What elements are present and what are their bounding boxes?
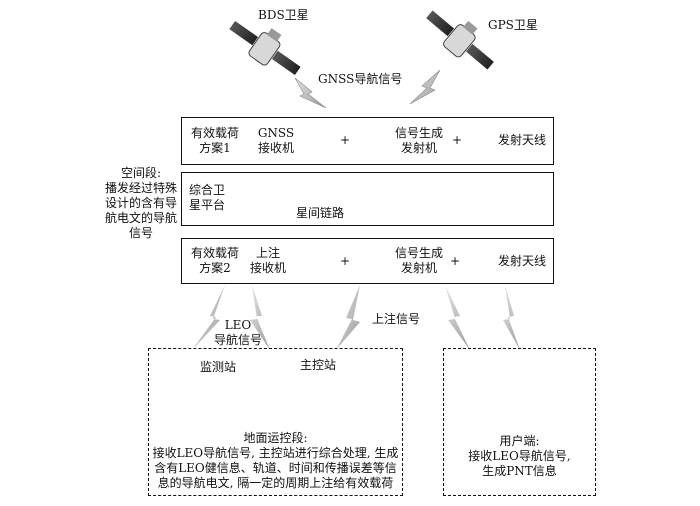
space-segment-label: 空间段: 播发经过特殊 设计的含有导 航电文的导航 信号 (104, 166, 177, 240)
transmit-antenna-label: 发射天线 (498, 133, 547, 147)
master-station-label: 主控站 (300, 358, 337, 372)
user-signal-bolt-2 (503, 285, 520, 350)
gnss-receiver-label: GNSS 接收机 (257, 126, 295, 155)
satellite-platform-box (181, 172, 554, 226)
leo-signal-label: LEO 导航信号 (213, 318, 262, 347)
gps-satellite-icon (426, 10, 494, 70)
user-segment-box (443, 348, 596, 496)
plus-sign-4: + (450, 254, 461, 268)
inter-satellite-link-label: 星间链路 (296, 206, 345, 220)
gnss-signal-label: GNSS导航信号 (318, 72, 403, 86)
payload-scheme-1-box (181, 117, 554, 165)
signal-generator-label: 信号生成 发射机 (394, 126, 443, 155)
monitor-station-label: 监测站 (200, 360, 237, 374)
bds-satellite-icon (229, 20, 301, 76)
leo-signal-bolt-2 (250, 285, 270, 350)
ground-segment-box (148, 348, 403, 496)
transmit-antenna-2-label: 发射天线 (498, 254, 547, 268)
gps-satellite-label: GPS卫星 (488, 18, 538, 32)
plus-sign-3: + (340, 254, 351, 268)
user-segment-description: 用户端: 接收LEO导航信号, 生成PNT信息 (468, 434, 571, 478)
bds-satellite-label: BDS卫星 (258, 8, 309, 22)
platform-name: 综合卫 星平台 (188, 183, 225, 212)
payload-scheme-2-box (181, 238, 554, 284)
user-signal-bolt-1 (445, 285, 470, 350)
uplink-signal-bolt (336, 285, 360, 350)
plus-sign-1: + (340, 133, 351, 147)
payload-1-name: 有效载荷 方案1 (190, 126, 239, 155)
uplink-receiver-label: 上注 接收机 (249, 246, 286, 275)
signal-generator-2-label: 信号生成 发射机 (394, 246, 443, 275)
ground-segment-description: 地面运控段: 接收LEO导航信号, 主控站进行综合处理, 生成 含有LEO健信息… (152, 431, 399, 490)
payload-2-name: 有效载荷 方案2 (190, 246, 239, 275)
uplink-signal-label: 上注信号 (372, 312, 421, 326)
gnss-signal-bolt-left (294, 77, 327, 109)
plus-sign-2: + (452, 133, 463, 147)
gnss-signal-bolt-right (409, 69, 441, 105)
